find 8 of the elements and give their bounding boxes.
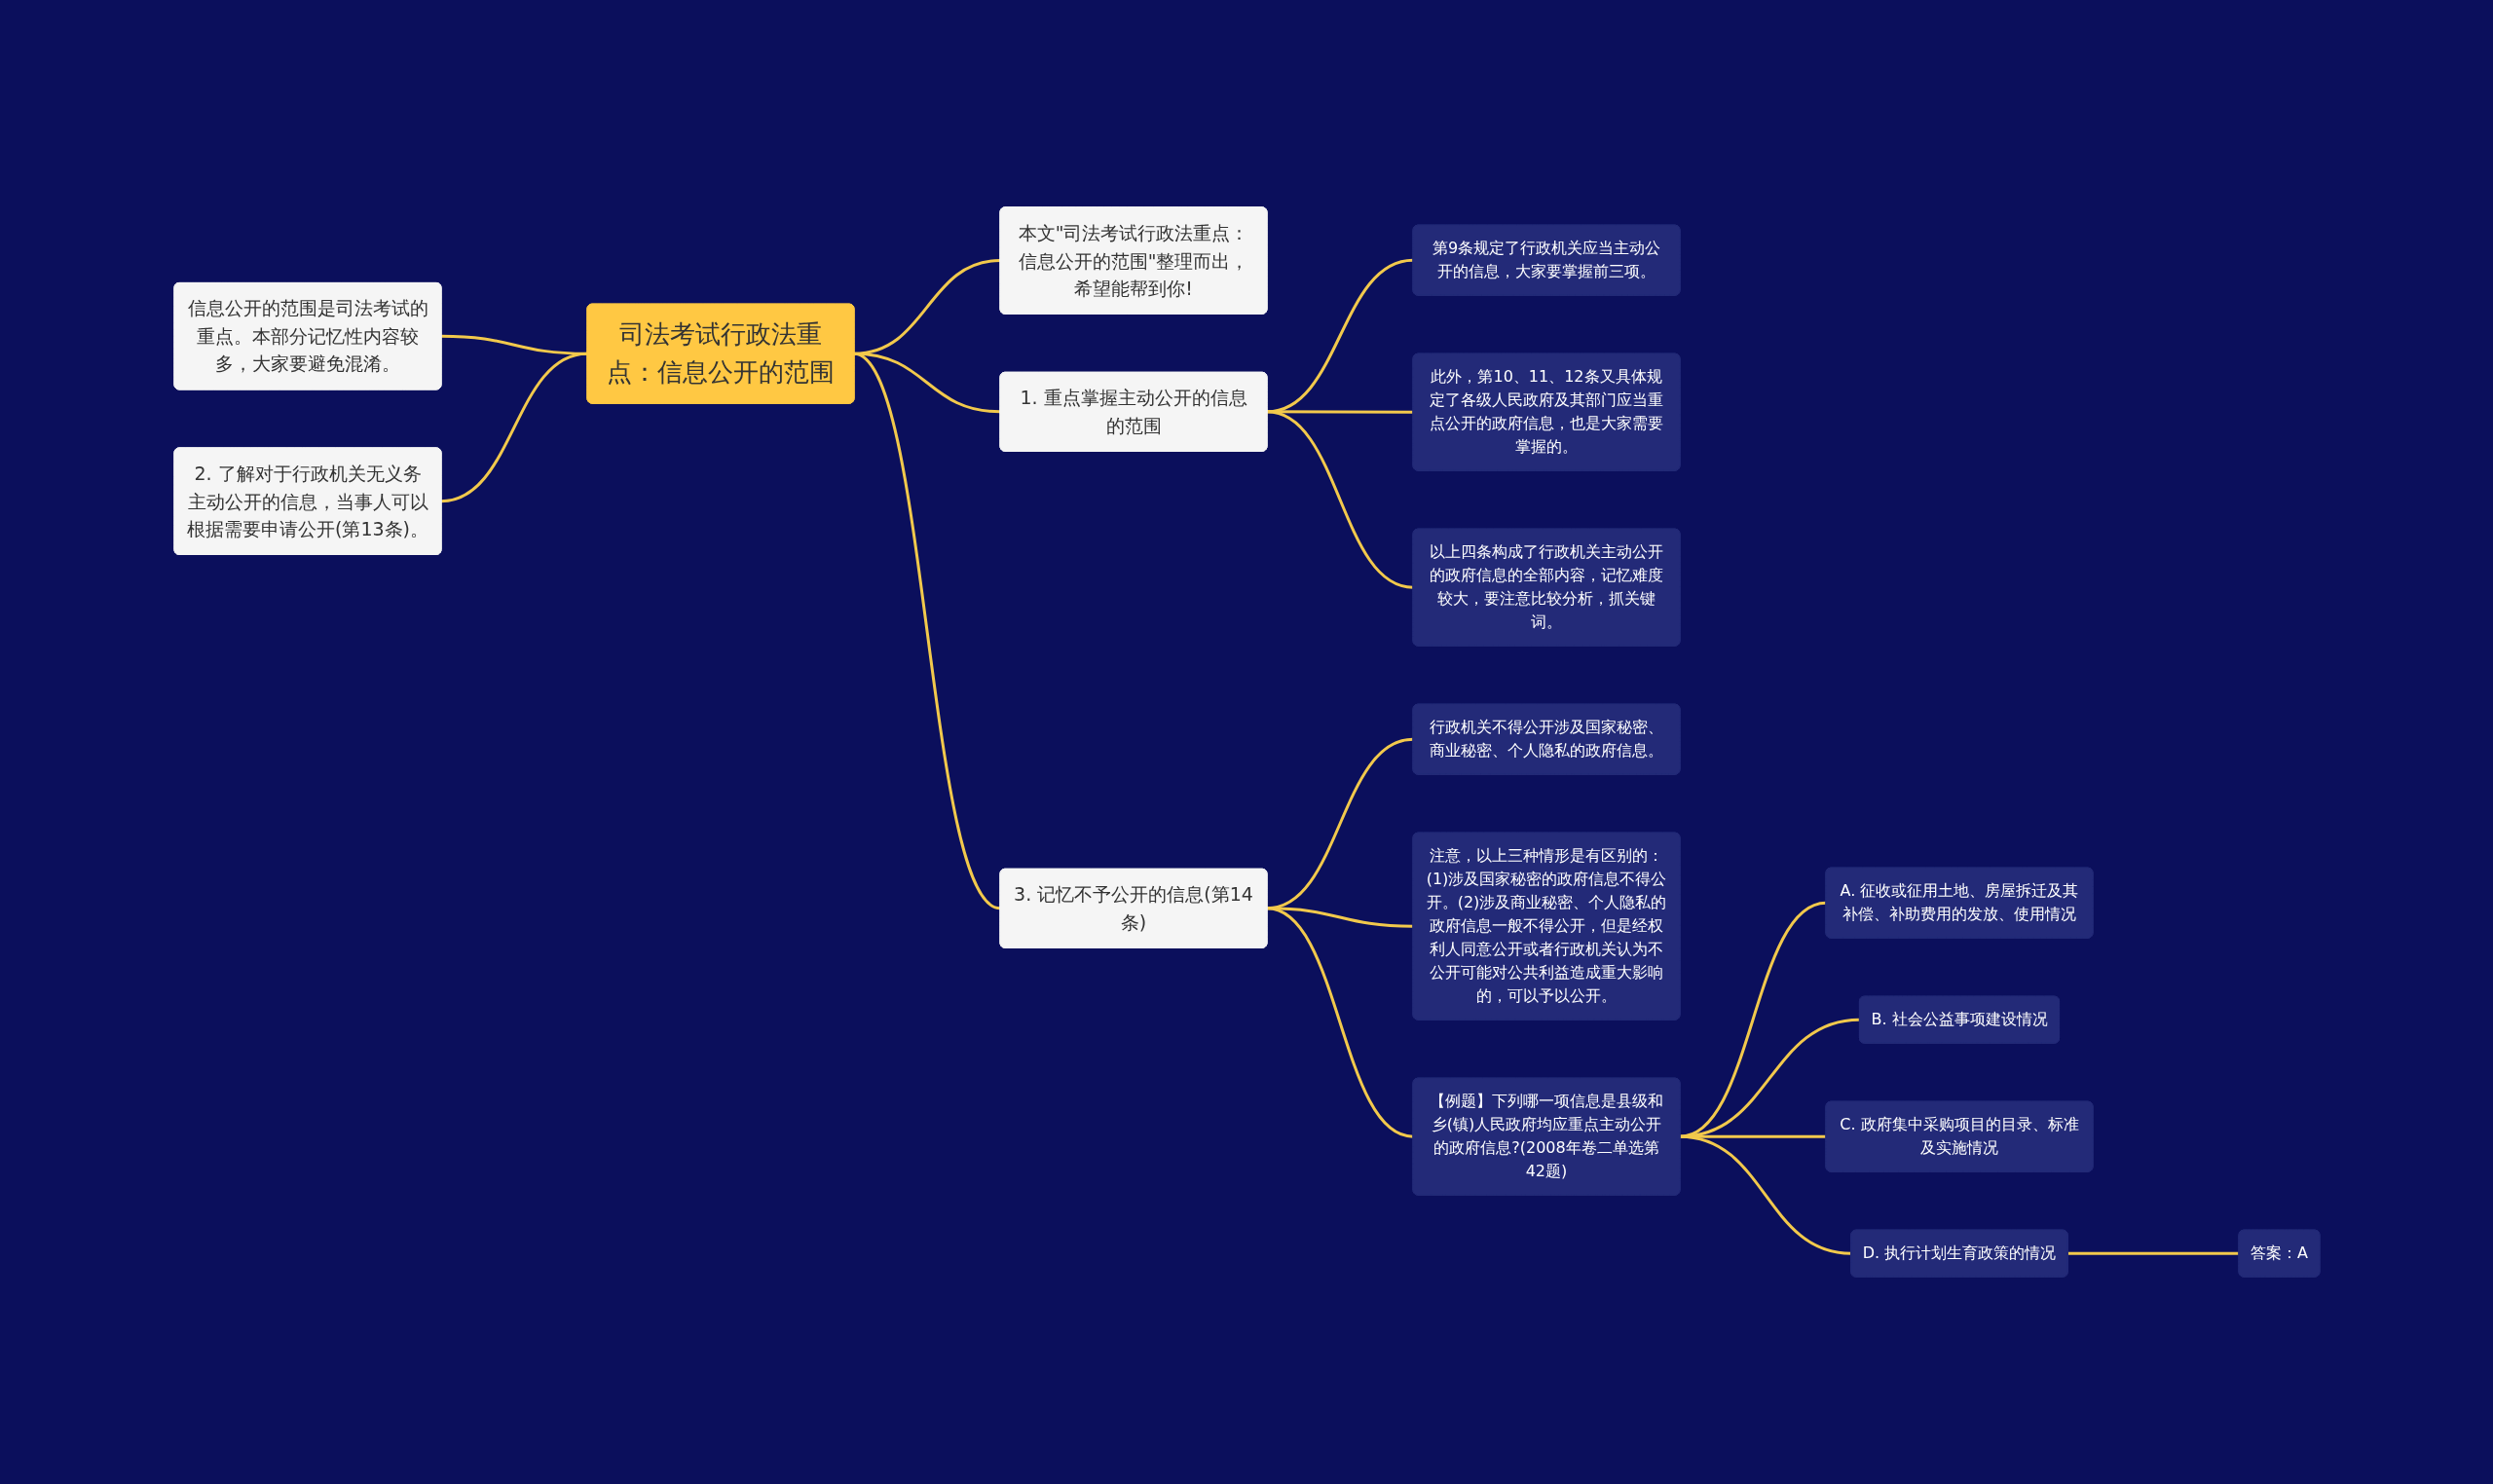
connector: [1266, 907, 1413, 1138]
connector: [1679, 901, 1826, 1138]
connector: [1679, 1134, 1851, 1255]
connector: [2066, 1251, 2239, 1255]
connector: [852, 352, 1001, 910]
connector: [1266, 907, 1413, 928]
connector: [1266, 410, 1413, 589]
connector: [440, 352, 587, 503]
